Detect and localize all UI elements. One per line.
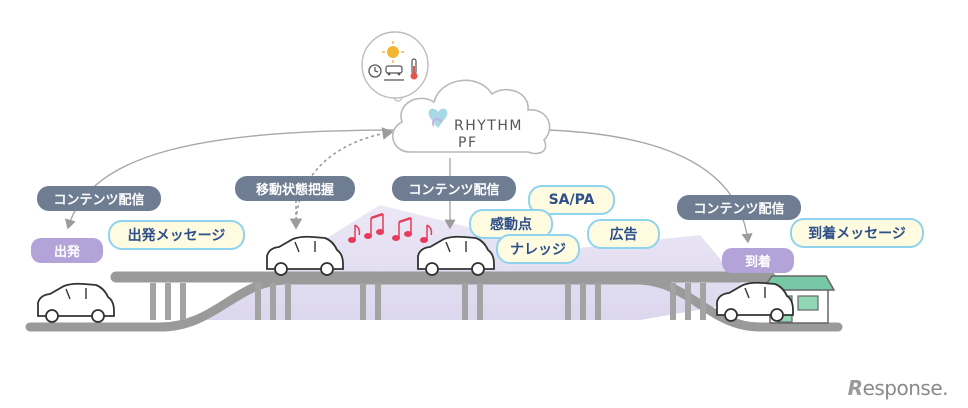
tracking-label: 移動状態把握	[235, 176, 355, 201]
traffic-icon	[384, 65, 404, 81]
arrival-status-badge: 到着	[722, 248, 794, 273]
platform-name-sub: PF	[458, 135, 478, 151]
car-icon-arrival	[716, 281, 794, 322]
sun-icon	[382, 41, 404, 63]
content-distribution-label-middle: コンテンツ配信	[392, 176, 516, 201]
thought-bubble	[361, 31, 429, 102]
car-icon-tracking	[266, 235, 344, 276]
platform-name: RHYTHM	[454, 118, 523, 134]
emotion-point-tag: 感動点	[469, 209, 553, 239]
watermark-text: esponse.	[862, 376, 949, 400]
response-watermark: Response.	[847, 376, 949, 400]
content-distribution-label-arrival: コンテンツ配信	[677, 195, 801, 220]
thermometer-icon	[410, 58, 418, 80]
departure-status-badge: 出発	[31, 238, 103, 263]
content-distribution-label-departure: コンテンツ配信	[37, 186, 161, 211]
music-notes-icon	[348, 212, 433, 243]
response-logo-icon: R	[847, 376, 863, 400]
arrow-tracking-dotted	[295, 127, 394, 221]
car-icon-middle	[417, 235, 495, 276]
clock-icon	[368, 64, 382, 78]
car-icon-departure	[37, 282, 115, 323]
rhythm-logo-icon	[428, 108, 448, 128]
knowledge-tag: ナレッジ	[496, 234, 580, 264]
arrival-message-tag: 到着メッセージ	[790, 218, 924, 248]
ad-tag: 広告	[587, 219, 660, 249]
road	[25, 271, 843, 332]
departure-message-tag: 出発メッセージ	[108, 220, 245, 250]
cloud	[391, 79, 551, 155]
